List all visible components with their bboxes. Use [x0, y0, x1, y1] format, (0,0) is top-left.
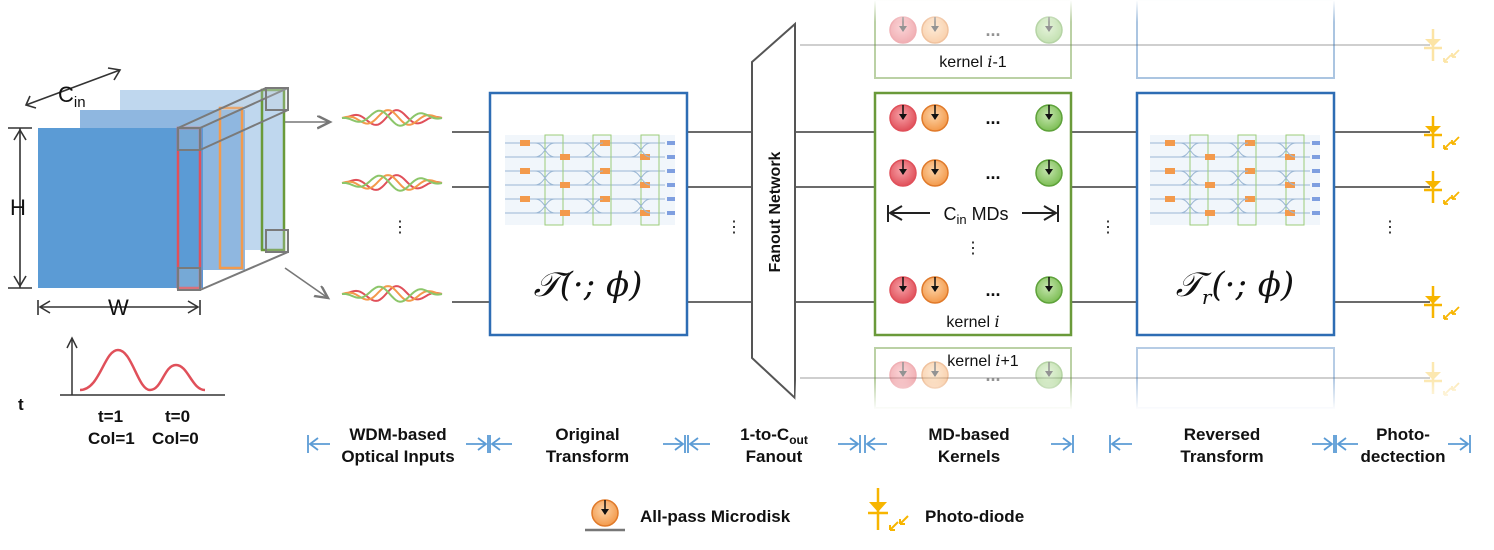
input-tensor: Cin H W: [8, 67, 289, 320]
waveform-2: [341, 285, 443, 303]
microdisk-icon: [921, 104, 949, 132]
peak1-col: Col=1: [88, 429, 135, 448]
reversed-transform-label: 𝒯r(·; ϕ): [1176, 265, 1294, 309]
stage-label-line2: Optical Inputs: [341, 447, 454, 466]
microdisk-icon: [1035, 104, 1063, 132]
waveform-1: [341, 174, 443, 192]
waveform-dots: ⋮: [392, 219, 408, 236]
top-back-cap: [265, 87, 289, 111]
legend: All-pass Microdisk Photo-diode: [585, 488, 1024, 532]
microdisk-icon: [1035, 276, 1063, 304]
peak2-time: t=0: [165, 407, 190, 426]
peak2-col: Col=0: [152, 429, 199, 448]
width-label: W: [108, 295, 129, 320]
stage-label-line1: 1-to-Cout: [740, 425, 808, 447]
bottom-back-cap: [265, 229, 289, 253]
kernel-prev: ...: [874, 0, 1072, 79]
stage-label-line2: Kernels: [938, 447, 1000, 466]
md-count-label: Cin MDs: [943, 204, 1008, 227]
kernel-prev-label: kernel i-1: [939, 52, 1006, 71]
fanout-network: Fanout Network: [751, 21, 796, 401]
microdisk-icon: [921, 159, 949, 187]
stage-label-line1: Original: [555, 425, 619, 444]
mzi-mesh: [505, 134, 675, 226]
stage-5: Photo-dectection: [1335, 425, 1471, 466]
bottom-front-cap: [177, 267, 201, 291]
bottom-edge: [199, 251, 289, 291]
kernel-main: ......... Cin MDs ⋮ kernel i: [873, 91, 1073, 337]
photodiode-icon: [1424, 171, 1460, 205]
stage-label-line2: Transform: [1180, 447, 1263, 466]
kernel-next-label: kernel i+1: [947, 351, 1019, 370]
pulse-curve: [79, 348, 206, 392]
kernel-dots: ⋮: [1100, 219, 1116, 236]
kernel-main-label: kernel i: [946, 312, 999, 331]
column-slice-green: [260, 88, 286, 252]
peak1-time: t=1: [98, 407, 123, 426]
waveform-0: [341, 109, 443, 127]
top-front-cap: [177, 127, 201, 151]
microdisk-icon: [889, 104, 917, 132]
md-dots: ...: [985, 163, 1000, 183]
md-dots: ...: [985, 108, 1000, 128]
height-label: H: [10, 195, 26, 220]
stage-label-line1: MD-based: [928, 425, 1009, 444]
microdisk-icon: [921, 16, 949, 44]
stage-label-line1: WDM-based: [349, 425, 446, 444]
stage-label-line2: dectection: [1360, 447, 1445, 466]
stage-label-line1: Photo-: [1376, 425, 1430, 444]
microdisk-icon: [1035, 159, 1063, 187]
top-edge: [199, 109, 289, 151]
channels-label: Cin: [58, 82, 86, 111]
legend-microdisk-label: All-pass Microdisk: [640, 507, 791, 526]
transform-dots: ⋮: [726, 219, 742, 236]
microdisk-icon: [889, 159, 917, 187]
wdm-waveforms: [341, 109, 443, 303]
reversed-mzi-mesh: [1150, 134, 1320, 226]
original-transform-block: 𝒯(·; ϕ): [488, 91, 689, 337]
transform-label: 𝒯(·; ϕ): [534, 265, 643, 305]
stage-label-line2: Transform: [546, 447, 629, 466]
column-slice-orange: [218, 106, 244, 270]
photodiode-icon: [868, 488, 909, 531]
tensor-front-layer: [38, 128, 203, 288]
fanout-label: Fanout Network: [767, 151, 784, 272]
legend-photodiode-label: Photo-diode: [925, 507, 1024, 526]
photodiodes: [1424, 29, 1460, 396]
bottom-fade: [795, 380, 1494, 410]
kernel-inner-dots: ⋮: [965, 240, 981, 257]
reversed-dots: ⋮: [1382, 219, 1398, 236]
microdisk-icon: [921, 276, 949, 304]
time-plot: t t=1 Col=1 t=0 Col=0: [18, 336, 225, 448]
photodiode-icon: [1424, 29, 1460, 63]
stage-label-line1: Reversed: [1184, 425, 1261, 444]
md-dots: ...: [985, 280, 1000, 300]
photodiode-icon: [1424, 286, 1460, 320]
time-axis-label: t: [18, 395, 24, 414]
top-fade: [795, 0, 1494, 22]
reversed-transform-prev: [1136, 0, 1335, 79]
photodiode-icon: [1424, 116, 1460, 150]
md-dots: ...: [985, 20, 1000, 40]
input-arrow-bottom: [284, 267, 328, 298]
reversed-transform-block: 𝒯r(·; ϕ): [1135, 91, 1336, 337]
microdisk-icon: [889, 276, 917, 304]
stage-label-line2: Fanout: [746, 447, 803, 466]
